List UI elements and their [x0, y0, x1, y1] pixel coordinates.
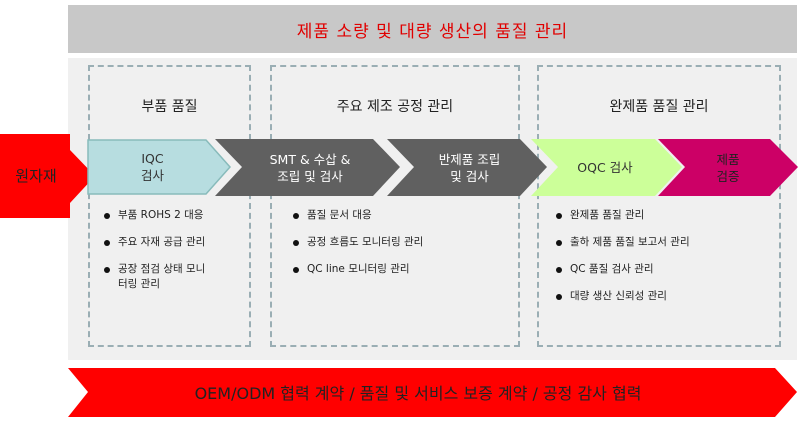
section-box-process: [270, 65, 520, 347]
section-title-finished: 완제품 품질 관리: [609, 99, 709, 115]
bullet-item: 품질 문서 대응: [291, 208, 511, 223]
bullet-item: QC line 모니터링 관리: [291, 262, 511, 277]
bullets-finished: 완제품 품질 관리 출하 제품 품질 보고서 관리 QC 품질 검사 관리 대량…: [554, 208, 774, 316]
bullet-item: 주요 자재 공급 관리: [102, 235, 242, 250]
main-panel: [68, 58, 797, 360]
bullet-item: 출하 제품 품질 보고서 관리: [554, 235, 774, 250]
raw-material-arrow: [0, 134, 95, 218]
bottom-arrow: [68, 368, 797, 417]
step-oqc: OQC 검사: [577, 160, 633, 175]
bullet-item: 대량 생산 신뢰성 관리: [554, 289, 774, 304]
step-smt: SMT & 수삽 &조립 및 검사: [269, 151, 351, 184]
raw-material-label: 원자재: [15, 166, 57, 185]
section-title-parts: 부품 품질: [141, 99, 198, 115]
page-title: 제품 소량 및 대량 생산의 품질 관리: [68, 5, 797, 53]
chevron-smt: [215, 139, 400, 196]
section-title-process: 주요 제조 공정 관리: [336, 99, 454, 115]
section-box-finished: [537, 65, 781, 347]
bullet-item: 부품 ROHS 2 대응: [102, 208, 242, 223]
bottom-banner-text: OEM/ODM 협력 계약 / 품질 및 서비스 보증 계약 / 공정 감사 협…: [194, 384, 642, 403]
chevron-oqc: [531, 139, 682, 196]
chevron-iqc: [87, 139, 232, 195]
bullets-parts: 부품 ROHS 2 대응 주요 자재 공급 관리 공장 점검 상태 모니터링 관…: [102, 208, 242, 304]
bullet-item: 완제품 품질 관리: [554, 208, 774, 223]
chevron-verify: [658, 139, 798, 196]
bullets-process: 품질 문서 대응 공정 흐름도 모니터링 관리 QC line 모니터링 관리: [291, 208, 511, 289]
chevron-semi: [387, 139, 547, 196]
bullet-item: 공장 점검 상태 모니터링 관리: [102, 262, 213, 292]
section-box-parts: [88, 65, 251, 347]
bullet-item: 공정 흐름도 모니터링 관리: [291, 235, 511, 250]
bullet-item: QC 품질 검사 관리: [554, 262, 774, 277]
